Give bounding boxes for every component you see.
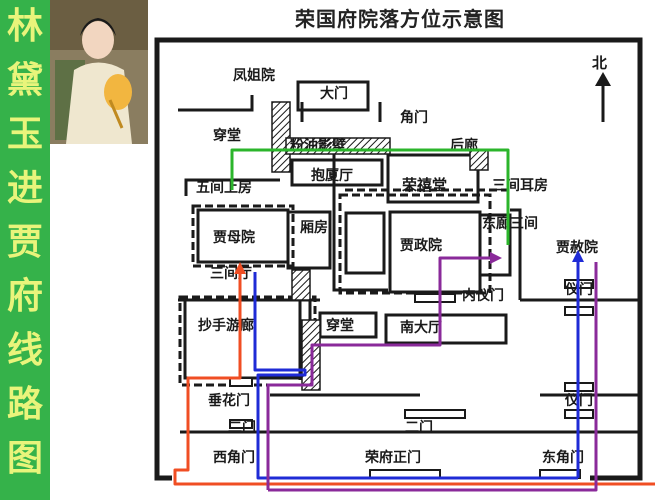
route-blue	[253, 272, 578, 480]
outer-wall	[154, 37, 643, 481]
label-rongxi-tang: 荣禧堂	[401, 176, 447, 194]
banner-char: 林	[6, 5, 43, 47]
route-orange-arrowhead	[234, 262, 246, 274]
label-jiazheng-yuan: 贾政院	[400, 237, 442, 254]
label-xi-jiaomen: 西角门	[213, 449, 255, 466]
route-purple-left	[266, 256, 496, 490]
place-labels: 凤姐院 大门 角门 穿堂 粉油影壁 后廊 五间上房 抱厦厅 荣禧堂 三间耳房 贾…	[196, 67, 598, 466]
compass-arrow: 北	[592, 54, 611, 122]
compass-label: 北	[592, 54, 607, 72]
label-ermen-left: 二门	[228, 419, 256, 436]
route-purple-arrowhead	[490, 252, 502, 264]
title-banner: 林 黛 玉 进 贾 府 线 路 图	[0, 0, 50, 500]
label-chaoshou-youlang: 抄手游廊	[198, 317, 254, 334]
label-nei-yimen: 内仪门	[462, 287, 504, 304]
label-jiaomen: 角门	[400, 109, 428, 126]
label-jiamu-yuan: 贾母院	[213, 229, 255, 246]
route-blue-arrowhead	[572, 250, 584, 262]
label-sanjian-erfang: 三间耳房	[492, 177, 548, 194]
map-title: 荣国府院落方位示意图	[295, 7, 505, 31]
label-chuihua-men: 垂花门	[208, 392, 250, 409]
banner-char: 图	[6, 437, 43, 479]
route-purple	[268, 262, 598, 492]
banner-char: 黛	[6, 59, 43, 101]
label-dong-jiaomen: 东角门	[542, 449, 584, 466]
label-fengjie-yuan: 凤姐院	[233, 67, 275, 84]
label-nan-dating: 南大厅	[400, 319, 442, 336]
label-dong-xiao: 东廊三间	[482, 215, 538, 232]
banner-char: 府	[6, 275, 43, 317]
label-chuantang-mid: 穿堂	[326, 317, 354, 334]
route-green	[230, 148, 510, 245]
label-rongfu-zhengmen: 荣府正门	[364, 449, 421, 466]
banner-char: 贾	[6, 221, 43, 263]
banner-char: 线	[6, 329, 43, 371]
portrait-image	[50, 0, 148, 144]
banner-char: 路	[6, 383, 43, 425]
label-jiashe-yuan: 贾赦院	[556, 239, 598, 256]
route-orange	[173, 270, 655, 486]
label-baosha-ting: 抱厦厅	[311, 167, 353, 184]
label-wujian-shangfang: 五间上房	[196, 179, 252, 196]
label-damen: 大门	[320, 85, 348, 102]
label-ermen-mid: 二门	[405, 419, 433, 436]
label-xiangfang: 厢房	[300, 219, 328, 236]
label-chuantang-top: 穿堂	[213, 127, 241, 144]
banner-char: 进	[6, 167, 43, 209]
banner-char: 玉	[6, 113, 43, 155]
